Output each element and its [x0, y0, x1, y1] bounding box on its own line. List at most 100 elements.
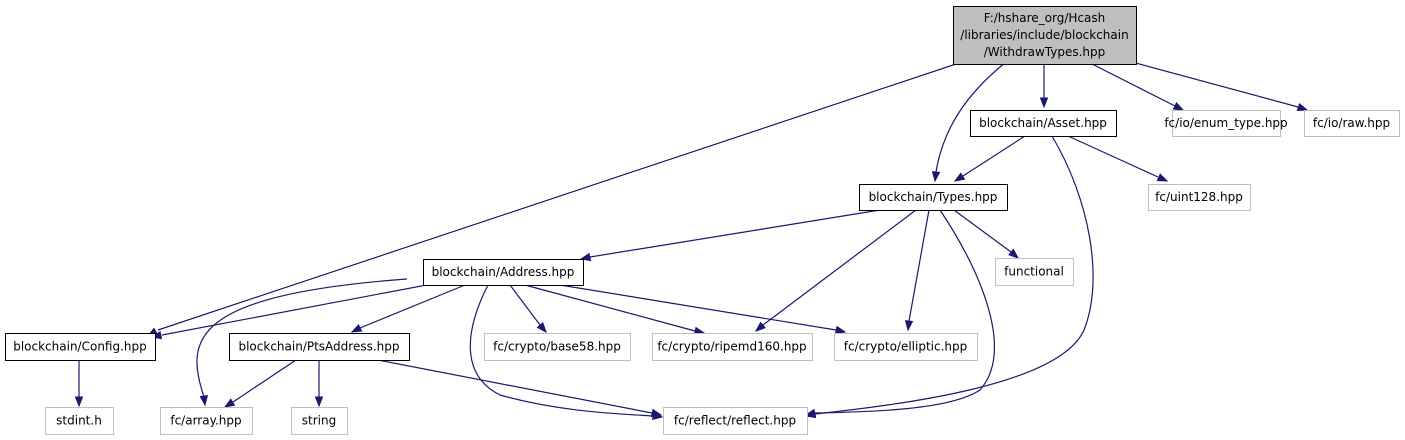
edge-types-to-address	[579, 209, 881, 262]
edge-line	[908, 209, 930, 322]
node-label: fc/crypto/elliptic.hpp	[844, 340, 968, 354]
node-stdint: stdint.h	[45, 407, 114, 435]
node-uint128: fc/uint128.hpp	[1148, 184, 1251, 211]
edge-types-to-ripemd	[754, 209, 917, 332]
node-label: fc/crypto/ripemd160.hpp	[657, 340, 806, 354]
edge-line	[814, 209, 995, 414]
dependency-nodes: F:/hshare_org/Hcash/libraries/include/bl…	[5, 6, 1400, 435]
node-label: blockchain/Config.hpp	[13, 340, 147, 354]
node-reflect: fc/reflect/reflect.hpp	[663, 407, 808, 435]
arrowhead	[314, 396, 324, 408]
edge-line	[196, 278, 408, 398]
edge-line	[814, 135, 1094, 415]
edge-types-to-functional	[953, 209, 1020, 259]
node-label: blockchain/Asset.hpp	[979, 116, 1107, 130]
edge-line	[953, 209, 1012, 253]
edge-line	[469, 284, 655, 417]
edge-address-to-ripemd	[524, 284, 706, 336]
node-label: /libraries/include/blockchain	[960, 28, 1128, 42]
node-box	[160, 407, 253, 435]
node-raw: fc/io/raw.hpp	[1304, 110, 1400, 137]
edge-root-to-types	[931, 61, 1007, 183]
node-box	[1148, 184, 1251, 211]
edge-root-to-asset	[1039, 64, 1049, 109]
node-box	[291, 407, 348, 435]
node-label: string	[302, 414, 336, 428]
node-asset[interactable]: blockchain/Asset.hpp	[970, 110, 1117, 137]
node-label: fc/uint128.hpp	[1155, 190, 1243, 204]
node-box	[1172, 110, 1281, 137]
node-box	[423, 259, 584, 286]
edge-address-to-array	[196, 278, 408, 407]
edge-line	[509, 284, 541, 326]
node-label: stdint.h	[56, 414, 102, 428]
edge-line	[232, 359, 297, 403]
edge-pts-to-string	[314, 360, 324, 408]
edge-line	[1131, 61, 1299, 108]
node-box	[1304, 110, 1400, 137]
arrowhead	[74, 396, 84, 408]
node-label: fc/crypto/base58.hpp	[493, 340, 621, 354]
edge-line	[762, 209, 917, 326]
edge-types-to-reflect	[804, 209, 995, 418]
arrowhead	[1156, 173, 1169, 182]
node-box	[652, 333, 813, 361]
edge-address-to-config	[150, 283, 433, 340]
arrowhead	[1039, 97, 1049, 109]
node-box	[663, 407, 808, 435]
edge-address-to-elliptic	[559, 284, 847, 335]
edge-line	[359, 284, 466, 329]
node-pts[interactable]: blockchain/PtsAddress.hpp	[229, 333, 410, 361]
edge-root-to-enum_type	[1091, 63, 1185, 111]
edge-pts-to-array	[223, 359, 297, 408]
node-string: string	[291, 407, 348, 435]
edge-address-to-pts	[350, 284, 466, 333]
node-label: /WithdrawTypes.hpp	[984, 45, 1105, 59]
arrowhead	[953, 172, 966, 182]
edge-line	[524, 284, 696, 332]
node-box	[953, 6, 1137, 65]
node-label: fc/array.hpp	[170, 414, 241, 428]
arrowhead	[931, 171, 941, 183]
arrowhead	[834, 325, 847, 335]
node-base58: fc/crypto/base58.hpp	[484, 333, 631, 361]
arrowhead	[223, 398, 236, 408]
arrowhead	[350, 323, 363, 333]
arrowhead	[1296, 102, 1309, 112]
node-config[interactable]: blockchain/Config.hpp	[5, 333, 156, 361]
node-box	[834, 333, 978, 361]
node-box	[45, 407, 114, 435]
edge-pts-to-reflect	[377, 359, 663, 418]
node-label: blockchain/Types.hpp	[869, 190, 998, 204]
node-label: fc/io/raw.hpp	[1313, 116, 1390, 130]
edge-line	[157, 61, 963, 331]
edge-line	[559, 284, 837, 331]
node-box	[5, 333, 156, 361]
edge-line	[962, 135, 1026, 177]
arrowhead	[650, 408, 663, 418]
node-box	[970, 110, 1117, 137]
node-box	[995, 258, 1074, 286]
node-enum_type: fc/io/enum_type.hpp	[1164, 110, 1288, 137]
node-label: fc/reflect/reflect.hpp	[674, 414, 796, 428]
edge-line	[161, 283, 433, 336]
edge-asset-to-types	[953, 135, 1026, 182]
node-elliptic: fc/crypto/elliptic.hpp	[834, 333, 978, 361]
node-types[interactable]: blockchain/Types.hpp	[859, 184, 1008, 211]
arrowhead	[199, 395, 209, 407]
arrowhead	[536, 322, 547, 334]
edge-line	[1091, 63, 1176, 107]
node-box	[484, 333, 631, 361]
edge-address-to-base58	[509, 284, 547, 334]
node-address[interactable]: blockchain/Address.hpp	[423, 259, 584, 286]
node-label: blockchain/Address.hpp	[432, 265, 575, 279]
node-label: F:/hshare_org/Hcash	[984, 11, 1105, 25]
edge-root-to-config	[146, 61, 963, 337]
node-root[interactable]: F:/hshare_org/Hcash/libraries/include/bl…	[953, 6, 1137, 65]
arrowhead	[754, 321, 766, 332]
arrowhead	[1008, 248, 1020, 259]
arrowhead	[1172, 101, 1185, 111]
edge-types-to-elliptic	[904, 209, 930, 332]
edge-config-to-stdint	[74, 360, 84, 408]
